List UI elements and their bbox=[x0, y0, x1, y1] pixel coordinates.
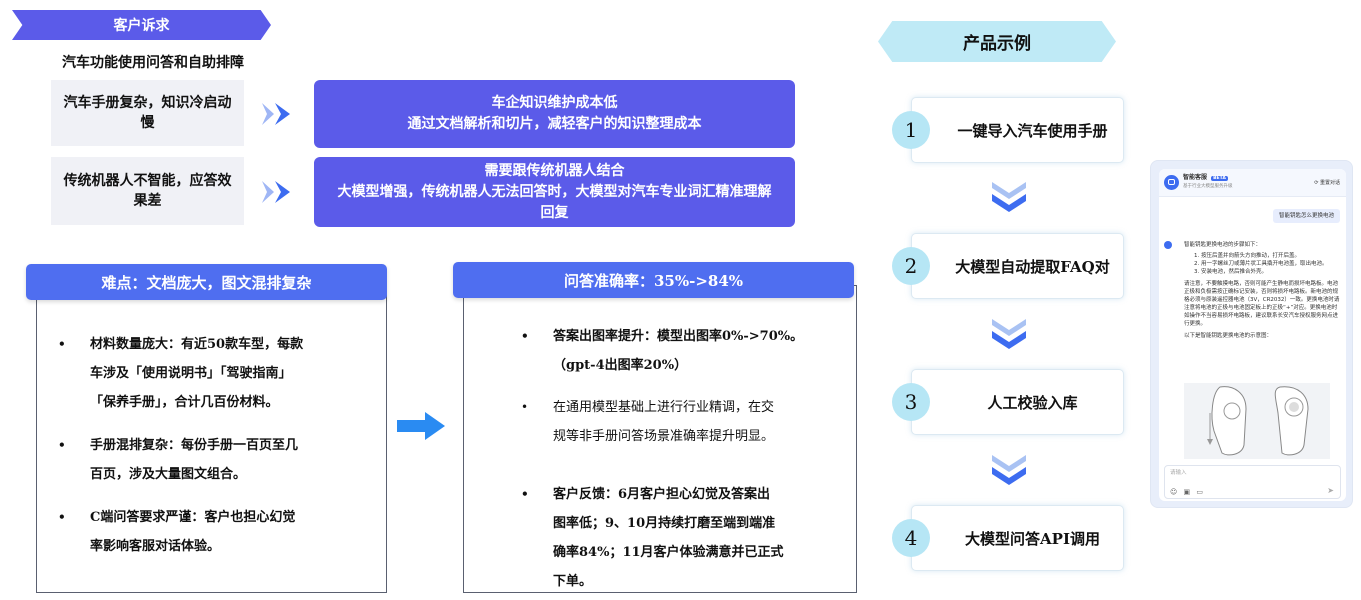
accuracy-bullet-1: • 答案出图率提升：模型出图率0%->70%。 （gpt-4出图率20%） bbox=[521, 322, 804, 380]
bot-avatar-icon bbox=[1164, 175, 1179, 190]
bullet-line: 客户反馈：6月客户担心幻觉及答案出 bbox=[553, 487, 771, 502]
solution-2-line-1: 需要跟传统机器人结合 bbox=[484, 162, 625, 179]
difficulty-panel bbox=[36, 285, 387, 593]
folder-icon[interactable]: ▭ bbox=[1196, 488, 1204, 496]
solution-box-1: 车企知识维护成本低 通过文档解析和切片，减轻客户的知识整理成本 bbox=[314, 80, 795, 148]
step-box-4: 大模型问答API调用 bbox=[911, 505, 1124, 571]
reply-step: 3. 安装电池，然后推合外壳。 bbox=[1194, 269, 1267, 275]
bullet-line: 「保养手册」，合计几百份材料。 bbox=[90, 395, 279, 410]
send-icon[interactable]: ➤ bbox=[1327, 486, 1334, 495]
bullet-line: 率影响客服对话体验。 bbox=[90, 539, 221, 554]
solution-1-line-1: 车企知识维护成本低 bbox=[491, 95, 618, 111]
bullet-line: 答案出图率提升：模型出图率0%->70%。 bbox=[553, 329, 804, 344]
reply-note: 请注意，不要触摸电路，否则可能产生静电而损坏电路板。电池正极和负极需按正确标记安… bbox=[1184, 281, 1340, 327]
step-label-1: 一键导入汽车使用手册 bbox=[957, 121, 1108, 140]
bullet-line: （gpt-4出图率20%） bbox=[553, 358, 688, 373]
input-tools: ☺ ▣ ▭ bbox=[1170, 488, 1203, 496]
chat-panel: 智能客服 BETA 基于行业大模型服务升级 ⟳ 重置对话 智能钥匙怎么更换电池 … bbox=[1159, 169, 1346, 501]
beta-badge: BETA bbox=[1211, 176, 1228, 181]
user-message-bubble: 智能钥匙怎么更换电池 bbox=[1272, 209, 1340, 223]
step-number-1: 1 bbox=[892, 111, 930, 149]
bullet-line: 图率低；9、10月持续打磨至端到端准 bbox=[553, 516, 776, 531]
chevron-down-icon bbox=[990, 317, 1028, 357]
bullet-line: 手册混排复杂：每份手册一百页至几 bbox=[90, 438, 299, 453]
step-box-2: 大模型自动提取FAQ对 bbox=[911, 233, 1124, 299]
solution-1-line-2: 通过文档解析和切片，减轻客户的知识整理成本 bbox=[407, 116, 702, 132]
emoji-icon[interactable]: ☺ bbox=[1170, 488, 1178, 496]
reset-chat-button[interactable]: ⟳ 重置对话 bbox=[1314, 180, 1340, 186]
image-icon[interactable]: ▣ bbox=[1183, 488, 1191, 496]
double-chevron-icon bbox=[260, 101, 300, 127]
bullet-line: 规等非手册问答场景准确率提升明显。 bbox=[553, 429, 775, 444]
refresh-icon: ⟳ bbox=[1314, 180, 1319, 186]
step-number-4: 4 bbox=[892, 519, 930, 557]
problem-text-1: 汽车手册复杂，知识冷启动慢 bbox=[63, 95, 232, 131]
reply-intro: 智能钥匙更换电池的步骤如下： bbox=[1184, 242, 1262, 248]
difficulty-panel-title: 难点：文档庞大，图文混排复杂 bbox=[26, 264, 387, 300]
accuracy-bullet-2: • 在通用模型基础上进行行业精调，在交 规等非手册问答场景准确率提升明显。 bbox=[521, 393, 775, 451]
solution-2-line-3: 回复 bbox=[540, 204, 569, 221]
bullet-line: C端问答要求严谨：客户也担心幻觉 bbox=[90, 510, 296, 525]
chat-subtitle: 基于行业大模型服务升级 bbox=[1183, 184, 1233, 189]
problem-box-2: 传统机器人不智能，应答效果差 bbox=[51, 157, 244, 225]
right-arrow-icon bbox=[397, 412, 445, 444]
reply-step: 1. 按压后盖并向箭头方向推动，打开后盖。 bbox=[1194, 253, 1300, 259]
chevron-down-icon bbox=[990, 453, 1028, 493]
product-example-ribbon: 产品示例 bbox=[878, 21, 1116, 62]
step-number-2: 2 bbox=[892, 247, 930, 285]
step-label-2: 大模型自动提取FAQ对 bbox=[955, 257, 1110, 276]
bullet-line: 车涉及「使用说明书」「驾驶指南」 bbox=[90, 366, 292, 381]
bullet-line: 确率84%；11月客户体验满意并已正式 bbox=[553, 545, 784, 560]
accuracy-panel-title: 问答准确率：35%->84% bbox=[453, 262, 854, 298]
bullet-line: 在通用模型基础上进行行业精调，在交 bbox=[553, 400, 775, 415]
chat-title: 智能客服 BETA bbox=[1183, 174, 1228, 181]
chevron-down-icon bbox=[990, 180, 1028, 220]
accuracy-panel bbox=[463, 285, 857, 593]
problem-text-2: 传统机器人不智能，应答效果差 bbox=[63, 173, 232, 209]
customer-demand-ribbon: 客户诉求 bbox=[12, 10, 271, 40]
difficulty-bullet-3: • C端问答要求严谨：客户也担心幻觉 率影响客服对话体验。 bbox=[58, 503, 296, 561]
step-box-1: 一键导入汽车使用手册 bbox=[911, 97, 1124, 163]
scenario-subtitle: 汽车功能使用问答和自助排障 bbox=[62, 55, 244, 71]
chat-window-mockup: 智能客服 BETA 基于行业大模型服务升级 ⟳ 重置对话 智能钥匙怎么更换电池 … bbox=[1150, 160, 1353, 508]
reply-image-caption: 以下是智能钥匙更换电池的示意图： bbox=[1184, 333, 1273, 339]
bullet-line: 下单。 bbox=[553, 574, 593, 589]
key-battery-illustration bbox=[1184, 383, 1330, 459]
reply-step: 2. 用一字螺丝刀或薄片状工具撬开电池盖，取出电池。 bbox=[1194, 261, 1328, 267]
step-label-3: 人工校验入库 bbox=[987, 393, 1078, 412]
difficulty-bullet-1: • 材料数量庞大：有近50款车型，每款 车涉及「使用说明书」「驾驶指南」 「保养… bbox=[58, 330, 304, 417]
bullet-line: 百页，涉及大量图文组合。 bbox=[90, 467, 247, 482]
step-box-3: 人工校验入库 bbox=[911, 369, 1124, 435]
bot-avatar-icon bbox=[1164, 241, 1172, 249]
chat-input-placeholder: 请输入 bbox=[1170, 470, 1187, 476]
bullet-line: 材料数量庞大：有近50款车型，每款 bbox=[90, 337, 304, 352]
solution-2-line-2: 大模型增强，传统机器人无法回答时，大模型对汽车专业词汇精准理解 bbox=[337, 183, 772, 200]
solution-box-2: 需要跟传统机器人结合 大模型增强，传统机器人无法回答时，大模型对汽车专业词汇精准… bbox=[314, 157, 795, 227]
bot-reply: 智能钥匙更换电池的步骤如下： 1. 按压后盖并向箭头方向推动，打开后盖。 2. … bbox=[1184, 241, 1340, 340]
step-number-3: 3 bbox=[892, 383, 930, 421]
accuracy-bullet-3: • 客户反馈：6月客户担心幻觉及答案出 图率低；9、10月持续打磨至端到端准 确… bbox=[521, 480, 784, 596]
chat-header: 智能客服 BETA 基于行业大模型服务升级 ⟳ 重置对话 bbox=[1159, 169, 1346, 197]
problem-box-1: 汽车手册复杂，知识冷启动慢 bbox=[51, 80, 244, 146]
step-label-4: 大模型问答API调用 bbox=[965, 529, 1100, 548]
difficulty-bullet-2: • 手册混排复杂：每份手册一百页至几 百页，涉及大量图文组合。 bbox=[58, 431, 299, 489]
chat-input[interactable]: 请输入 ☺ ▣ ▭ ➤ bbox=[1164, 465, 1341, 499]
double-chevron-icon bbox=[260, 179, 300, 205]
